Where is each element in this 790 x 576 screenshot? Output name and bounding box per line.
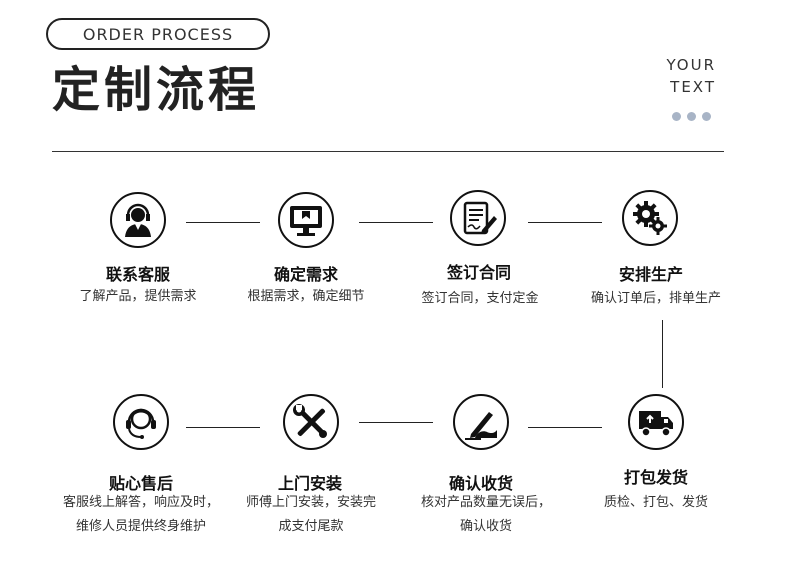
monitor-icon — [278, 192, 334, 248]
connector-line — [359, 222, 433, 223]
side-text-line2: TEXT — [670, 78, 716, 96]
connector-line — [528, 222, 602, 223]
step-desc: 质检、打包、发货 — [603, 495, 708, 510]
page-title: 定制流程 — [52, 62, 261, 118]
connector-line — [359, 422, 433, 423]
step-desc: 根据需求，确定细节 — [247, 289, 365, 304]
connector-line — [186, 222, 260, 223]
step-desc: 确认收货 — [459, 519, 512, 534]
tools-icon — [283, 394, 339, 450]
connector-line — [662, 320, 663, 388]
step-desc: 客服线上解答，响应及时， — [62, 495, 219, 510]
headset-icon — [113, 394, 169, 450]
step-title: 确定需求 — [273, 265, 338, 284]
step-desc: 成支付尾款 — [278, 519, 344, 534]
step-title: 确认收货 — [448, 474, 513, 493]
step-desc: 签订合同，支付定金 — [421, 291, 539, 306]
step-title: 打包发货 — [623, 468, 688, 487]
side-text-line1: YOUR — [666, 56, 716, 74]
step-title: 贴心售后 — [108, 474, 173, 493]
decorative-dots — [672, 112, 711, 121]
customer-service-icon — [110, 192, 166, 248]
step-desc: 维修人员提供终身维护 — [75, 519, 206, 534]
side-text: YOUR TEXT — [666, 54, 716, 98]
step-desc: 了解产品，提供需求 — [79, 289, 197, 304]
step-title: 上门安装 — [277, 474, 342, 493]
step-desc: 确认订单后，排单生产 — [590, 291, 721, 306]
connector-line — [186, 427, 260, 428]
header-divider — [52, 151, 724, 152]
step-title: 联系客服 — [105, 265, 170, 284]
order-process-pill: ORDER PROCESS — [46, 18, 270, 50]
contract-icon — [450, 190, 506, 246]
step-desc: 师傅上门安装，安装完 — [245, 495, 376, 510]
step-title: 安排生产 — [618, 265, 683, 284]
connector-line — [528, 427, 602, 428]
step-desc: 核对产品数量无误后， — [420, 495, 551, 510]
truck-icon — [628, 394, 684, 450]
step-title: 签订合同 — [446, 263, 511, 282]
signing-icon — [453, 394, 509, 450]
gears-icon — [622, 190, 678, 246]
